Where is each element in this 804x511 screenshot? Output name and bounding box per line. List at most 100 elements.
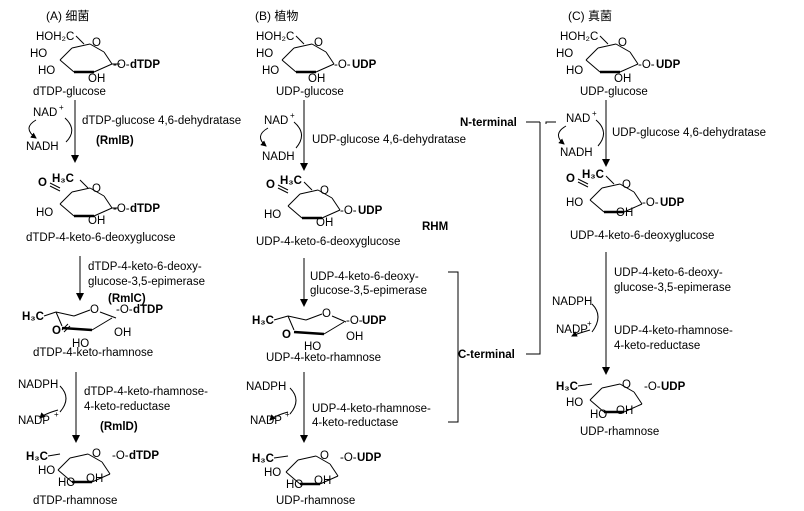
svg-text:O: O xyxy=(92,183,101,195)
enzyme-c2-line3: UDP-4-keto-rhamnose- xyxy=(614,325,733,337)
enzyme-c2-line4: 4-keto-reductase xyxy=(614,340,700,352)
svg-text:NAD: NAD xyxy=(566,113,590,125)
svg-text:NADP: NADP xyxy=(556,324,588,336)
svg-text:NADH: NADH xyxy=(560,147,593,159)
dtdp-label: dTDP xyxy=(130,59,160,71)
panel-b-header: (B) 植物 xyxy=(255,8,298,23)
svg-text:UDP: UDP xyxy=(661,381,686,393)
svg-text:OH: OH xyxy=(86,473,103,485)
enzyme-c1: UDP-glucose 4,6-dehydratase xyxy=(612,127,766,139)
svg-text:O: O xyxy=(566,173,575,185)
svg-text:H₃C: H₃C xyxy=(280,175,302,187)
svg-text:HO: HO xyxy=(262,65,279,77)
panel-a-header: (A) 细菌 xyxy=(46,9,89,23)
svg-text:O: O xyxy=(266,179,275,191)
svg-text:+: + xyxy=(587,319,592,328)
cofactor-curve-a1 xyxy=(28,119,37,139)
svg-text:HOH₂C: HOH₂C xyxy=(256,31,294,43)
svg-text:+: + xyxy=(592,109,597,118)
svg-text:O: O xyxy=(622,179,631,191)
compound-dtdp-rhamnose: dTDP-rhamnose xyxy=(33,495,117,507)
svg-text:OH: OH xyxy=(88,215,105,227)
enzyme-c2-line2: glucose-3,5-epimerase xyxy=(614,282,731,294)
svg-text:-O-: -O- xyxy=(113,59,130,71)
enzyme-b3-line2: 4-keto-reductase xyxy=(312,417,398,429)
svg-text:-O-: -O- xyxy=(340,205,357,217)
svg-text:HO: HO xyxy=(286,479,303,491)
domain-connector xyxy=(526,122,541,355)
svg-text:HO: HO xyxy=(30,48,47,60)
svg-text:O: O xyxy=(92,37,101,49)
svg-text:-O-: -O- xyxy=(334,59,351,71)
svg-text:-O-: -O- xyxy=(116,304,133,316)
udp-glucose-structure-c: HOH₂C O HO HO OH -O- UDP xyxy=(556,31,681,85)
enzyme-a2-line1: dTDP-4-keto-6-deoxy- xyxy=(88,261,202,273)
svg-text:+: + xyxy=(59,103,64,112)
enzyme-a1: dTDP-glucose 4,6-dehydratase xyxy=(82,115,241,127)
compound-udp-4-keto-rhamnose-b: UDP-4-keto-rhamnose xyxy=(266,352,381,364)
svg-text:HO: HO xyxy=(38,65,55,77)
svg-text:O: O xyxy=(320,450,329,462)
c-terminal-label: C-terminal xyxy=(458,349,515,361)
hoh2c-label: HOH₂C xyxy=(36,31,74,43)
svg-text:+: + xyxy=(54,410,59,419)
svg-text:HO: HO xyxy=(556,48,573,60)
svg-text:HO: HO xyxy=(590,409,607,421)
svg-text:H₃C: H₃C xyxy=(52,173,74,185)
enzyme-b1: UDP-glucose 4,6-dehydratase xyxy=(312,134,466,146)
svg-text:HO: HO xyxy=(36,207,53,219)
svg-text:O: O xyxy=(314,37,323,49)
svg-text:O: O xyxy=(52,325,61,337)
dtdp-4-keto-rhamnose-structure: H₃C O O HO OH -O- dTDP xyxy=(22,304,163,350)
svg-text:H₃C: H₃C xyxy=(26,451,48,463)
svg-text:-O-: -O- xyxy=(112,450,129,462)
svg-text:-O-: -O- xyxy=(346,315,363,327)
svg-text:O: O xyxy=(282,329,291,341)
svg-text:-O-: -O- xyxy=(113,203,130,215)
svg-text:H₃C: H₃C xyxy=(252,453,274,465)
compound-dtdp-4-keto-rhamnose: dTDP-4-keto-rhamnose xyxy=(33,347,153,359)
svg-text:OH: OH xyxy=(88,73,105,85)
udp-glucose-structure-b: HOH₂C O HO HO OH -O- UDP xyxy=(256,31,377,85)
svg-text:H₃C: H₃C xyxy=(252,315,274,327)
compound-udp-glucose-c: UDP-glucose xyxy=(580,86,648,98)
compound-udp-4-keto-6-deoxyglucose-c: UDP-4-keto-6-deoxyglucose xyxy=(570,230,714,242)
svg-text:HO: HO xyxy=(38,465,55,477)
udp-rhamnose-structure-c: H₃C O HO OH HO -O- UDP xyxy=(556,379,686,421)
svg-text:O: O xyxy=(90,304,99,316)
enzyme-a2-line2: glucose-3,5-epimerase xyxy=(88,276,205,288)
svg-text:O: O xyxy=(618,37,627,49)
dtdp-glucose-structure: HOH₂C O HO HO OH -O- dTDP xyxy=(30,31,160,85)
svg-text:HO: HO xyxy=(566,397,583,409)
enzyme-b2-line2: glucose-3,5-epimerase xyxy=(310,285,427,297)
udp-4-keto-6-deoxyglucose-structure-b: O H₃C O HO OH -O- UDP xyxy=(264,175,383,229)
compound-udp-4-keto-6-deoxyglucose-b: UDP-4-keto-6-deoxyglucose xyxy=(256,236,400,248)
compound-udp-glucose-b: UDP-glucose xyxy=(276,86,344,98)
compound-dtdp-glucose: dTDP-glucose xyxy=(33,86,106,98)
svg-text:OH: OH xyxy=(114,327,131,339)
enzyme-a3-line2: 4-keto-reductase xyxy=(84,401,170,413)
svg-text:HO: HO xyxy=(566,65,583,77)
enzyme-b2-line1: UDP-4-keto-6-deoxy- xyxy=(310,271,419,283)
svg-text:NADP: NADP xyxy=(250,415,282,427)
svg-text:HO: HO xyxy=(304,341,321,353)
svg-text:HO: HO xyxy=(264,209,281,221)
c-terminal-bracket xyxy=(448,271,459,423)
udp-rhamnose-structure-b: H₃C O HO OH HO -O- UDP xyxy=(252,450,382,491)
svg-text:UDP: UDP xyxy=(352,59,377,71)
svg-text:H₃C: H₃C xyxy=(556,381,578,393)
svg-text:H₃C: H₃C xyxy=(22,311,44,323)
svg-text:OH: OH xyxy=(346,331,363,343)
svg-text:-O-: -O- xyxy=(638,59,655,71)
svg-text:NADPH: NADPH xyxy=(552,296,592,308)
enzyme-c2-line1: UDP-4-keto-6-deoxy- xyxy=(614,267,723,279)
compound-dtdp-4-keto-6-deoxyglucose: dTDP-4-keto-6-deoxyglucose xyxy=(26,232,176,244)
svg-text:dTDP: dTDP xyxy=(130,203,160,215)
udp-4-keto-6-deoxyglucose-structure-c: O H₃C O HO OH -O- UDP xyxy=(566,169,685,219)
svg-text:dTDP: dTDP xyxy=(133,304,163,316)
svg-text:OH: OH xyxy=(308,73,325,85)
udp-4-keto-rhamnose-structure-b: H₃C O O HO OH -O- UDP xyxy=(252,308,387,353)
svg-text:NADPH: NADPH xyxy=(18,379,58,391)
svg-text:OH: OH xyxy=(616,405,633,417)
